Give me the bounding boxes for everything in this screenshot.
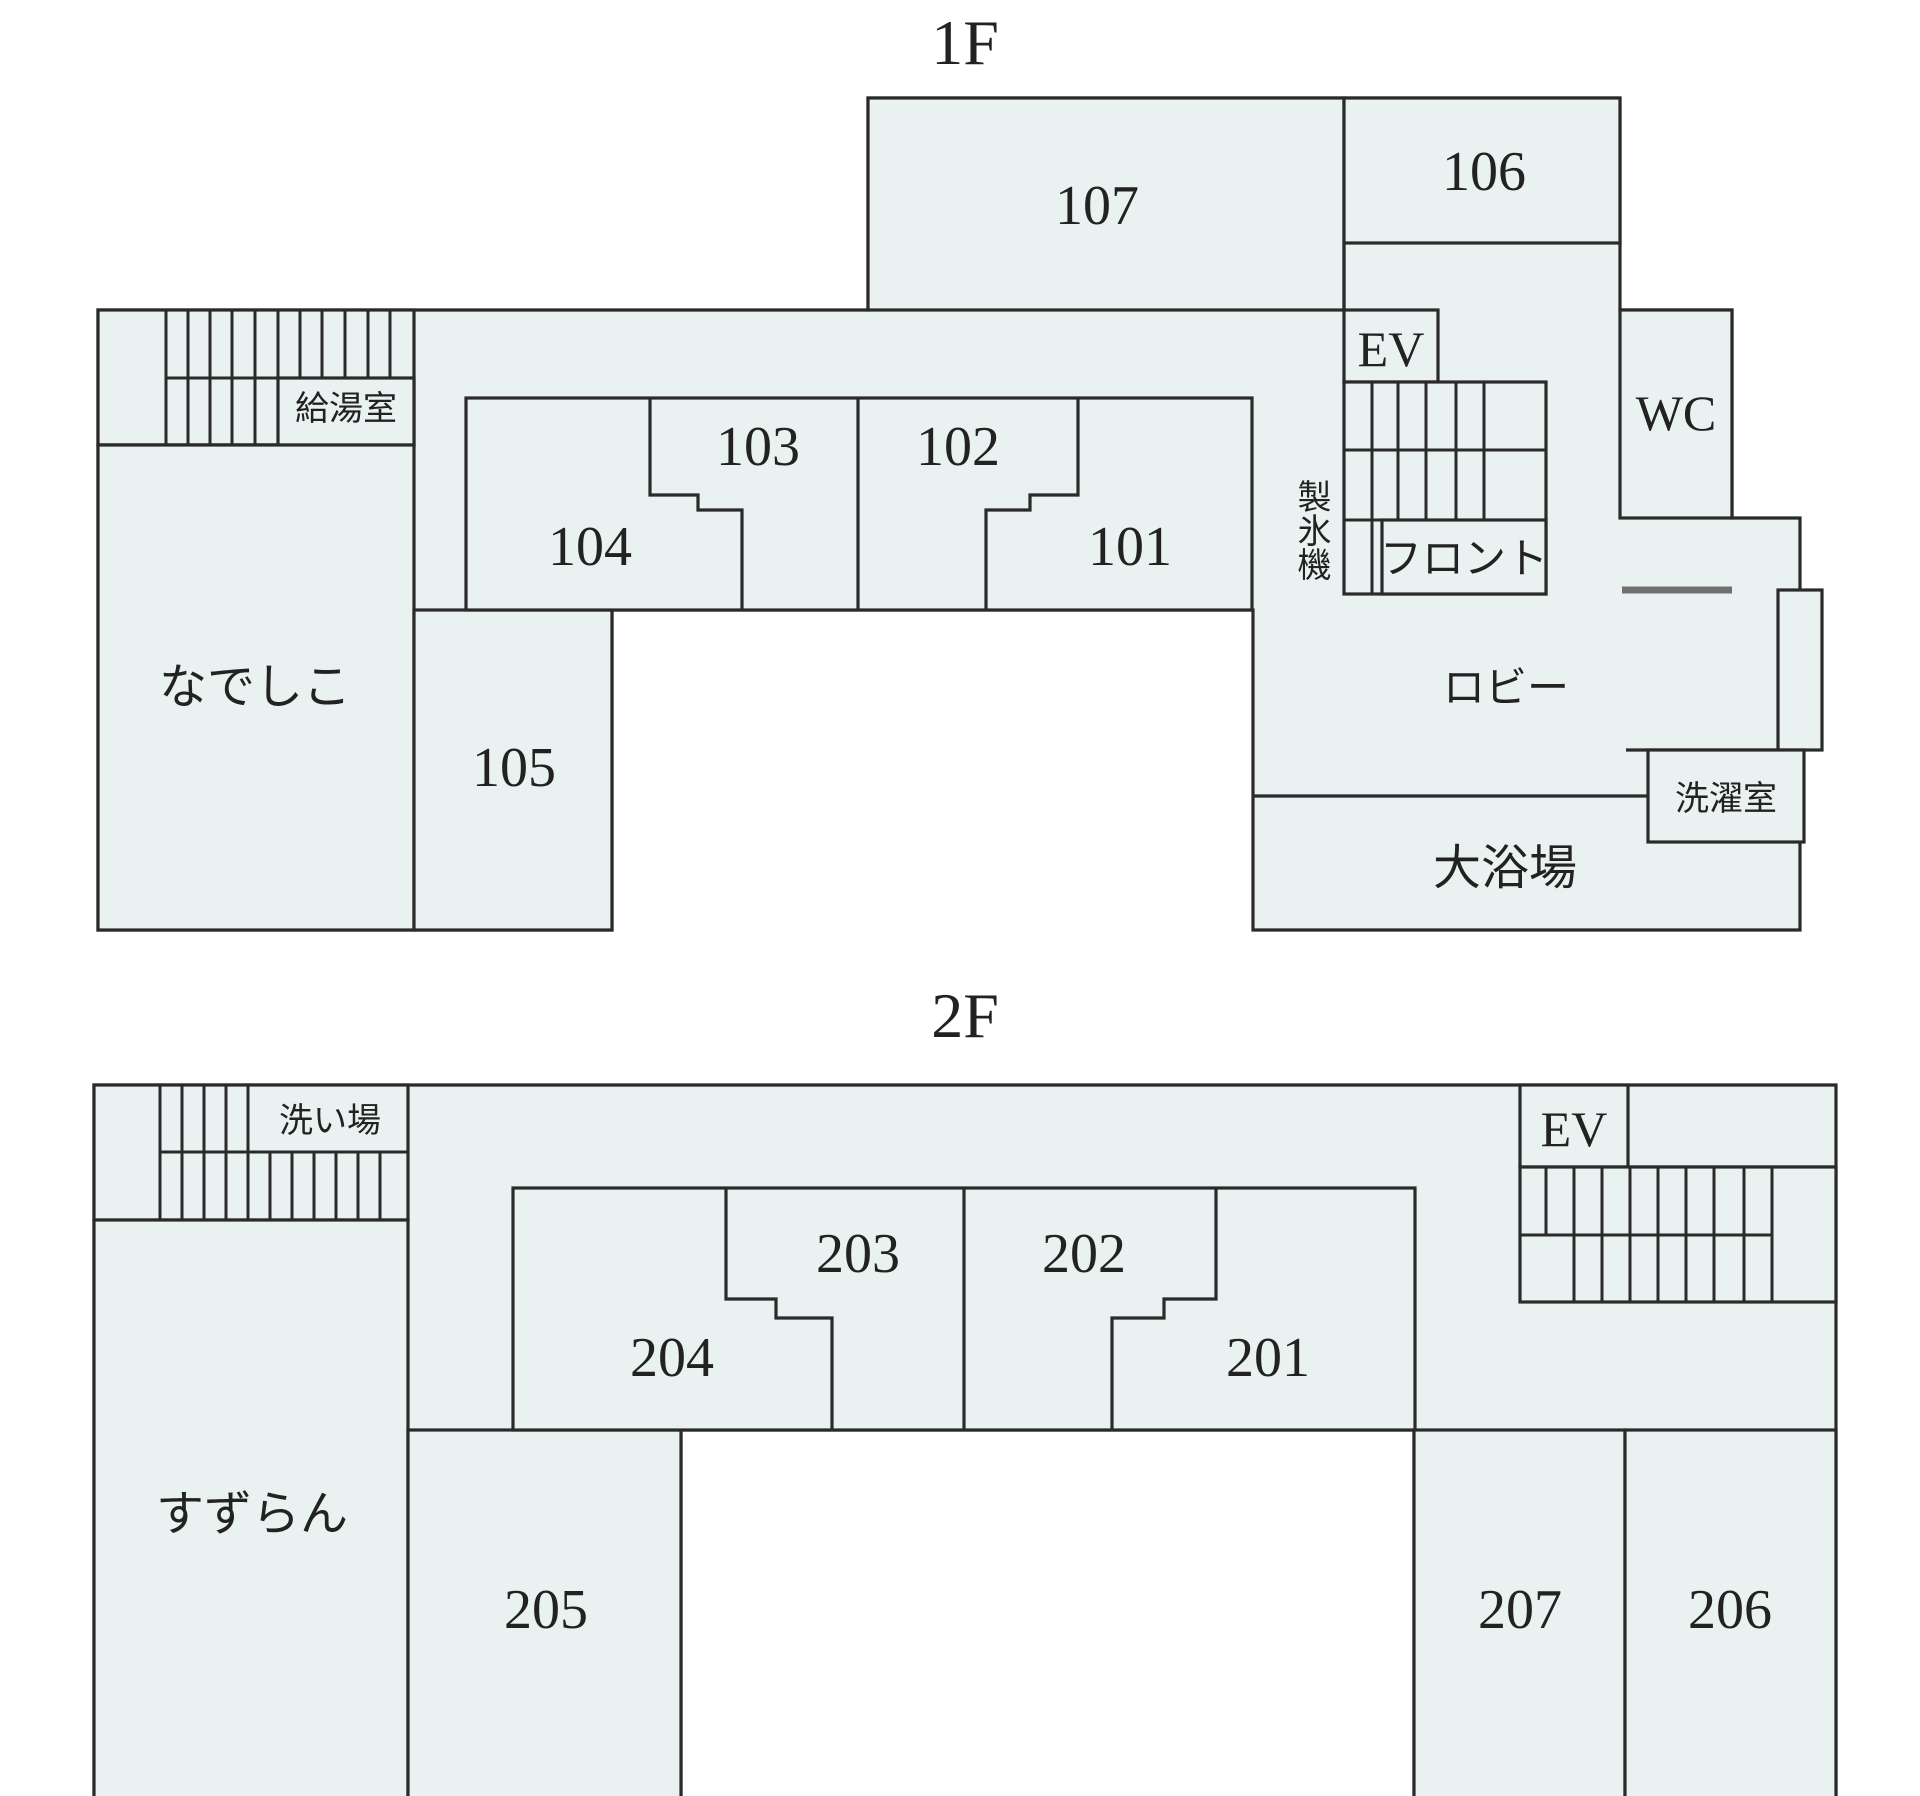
room-104-label: 104 <box>548 516 632 578</box>
room-105-label: 105 <box>472 737 556 799</box>
floor-1: 1F 給湯室 なでしこ 105 103 <box>96 7 1824 932</box>
wc-1f[interactable] <box>1618 308 1734 520</box>
room-105[interactable] <box>412 608 614 932</box>
front-desk[interactable] <box>1380 518 1548 596</box>
floor-1-title: 1F <box>931 7 999 78</box>
room-107-label: 107 <box>1055 175 1139 237</box>
room-204-label: 204 <box>630 1327 714 1389</box>
washroom-label: 洗い場 <box>279 1101 381 1141</box>
bath-label: 大浴場 <box>1433 840 1577 896</box>
kitchenette-label: 給湯室 <box>295 389 397 429</box>
room-102-label: 102 <box>916 416 1000 478</box>
room-203-label: 203 <box>816 1223 900 1285</box>
room-205-label: 205 <box>504 1579 588 1641</box>
floor-2-title: 2F <box>931 980 999 1051</box>
lobby-label: ロビー <box>1443 663 1569 712</box>
room-206-label: 206 <box>1688 1579 1772 1641</box>
room-202-label: 202 <box>1042 1223 1126 1285</box>
ev-label-2f: EV <box>1541 1101 1608 1157</box>
room-103-label: 103 <box>716 416 800 478</box>
stair-steps-right-2f <box>1520 1167 1774 1302</box>
ice-machine-label: 製氷機 <box>1291 479 1331 581</box>
room-207-label: 207 <box>1478 1579 1562 1641</box>
room-106-label: 106 <box>1442 141 1526 203</box>
room-suzuran[interactable] <box>92 1218 410 1796</box>
front-label: フロント <box>1380 534 1548 583</box>
suzuran-label: すずらん <box>156 1486 348 1542</box>
room-205[interactable] <box>406 1428 683 1796</box>
room-101-label: 101 <box>1088 516 1172 578</box>
entrance-door[interactable] <box>1776 588 1824 752</box>
wc-label: WC <box>1636 385 1717 441</box>
nadeshiko-label: なでしこ <box>159 659 351 715</box>
room-201-label: 201 <box>1226 1327 1310 1389</box>
room-206[interactable] <box>1623 1428 1838 1796</box>
room-107[interactable] <box>866 96 1346 312</box>
ev-label-1f: EV <box>1358 321 1425 377</box>
room-106[interactable] <box>1342 96 1622 245</box>
stair-steps-left-1f <box>164 310 392 445</box>
elevator-1f[interactable] <box>1342 308 1440 384</box>
floor-2: 2F 洗い場 すずらん 205 203 204 202 201 E <box>92 980 1838 1796</box>
room-207[interactable] <box>1412 1428 1627 1796</box>
room-nadeshiko[interactable] <box>96 443 416 932</box>
laundry-label: 洗濯室 <box>1675 779 1777 819</box>
elevator-2f[interactable] <box>1518 1083 1630 1169</box>
stair-steps-left-2f <box>158 1085 408 1220</box>
